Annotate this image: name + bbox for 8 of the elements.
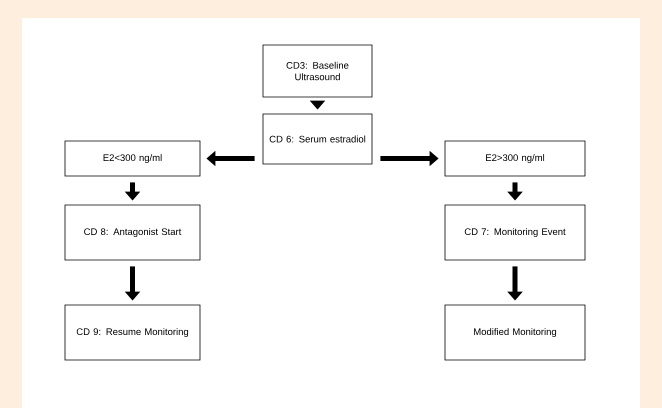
process-box: CD 6: Serum estradiol: [262, 114, 372, 164]
process-box: E2>300 ng/ml: [444, 140, 586, 176]
process-box: E2<300 ng/ml: [64, 140, 200, 176]
process-box: CD 9: Resume Monitoring: [64, 304, 200, 360]
process-box: CD 7: Monitoring Event: [444, 204, 586, 260]
process-box: Modified Monitoring: [444, 304, 586, 360]
process-box: CD 8: Antagonist Start: [64, 204, 200, 260]
process-box: CD3: Baseline Ultrasound: [262, 44, 372, 98]
